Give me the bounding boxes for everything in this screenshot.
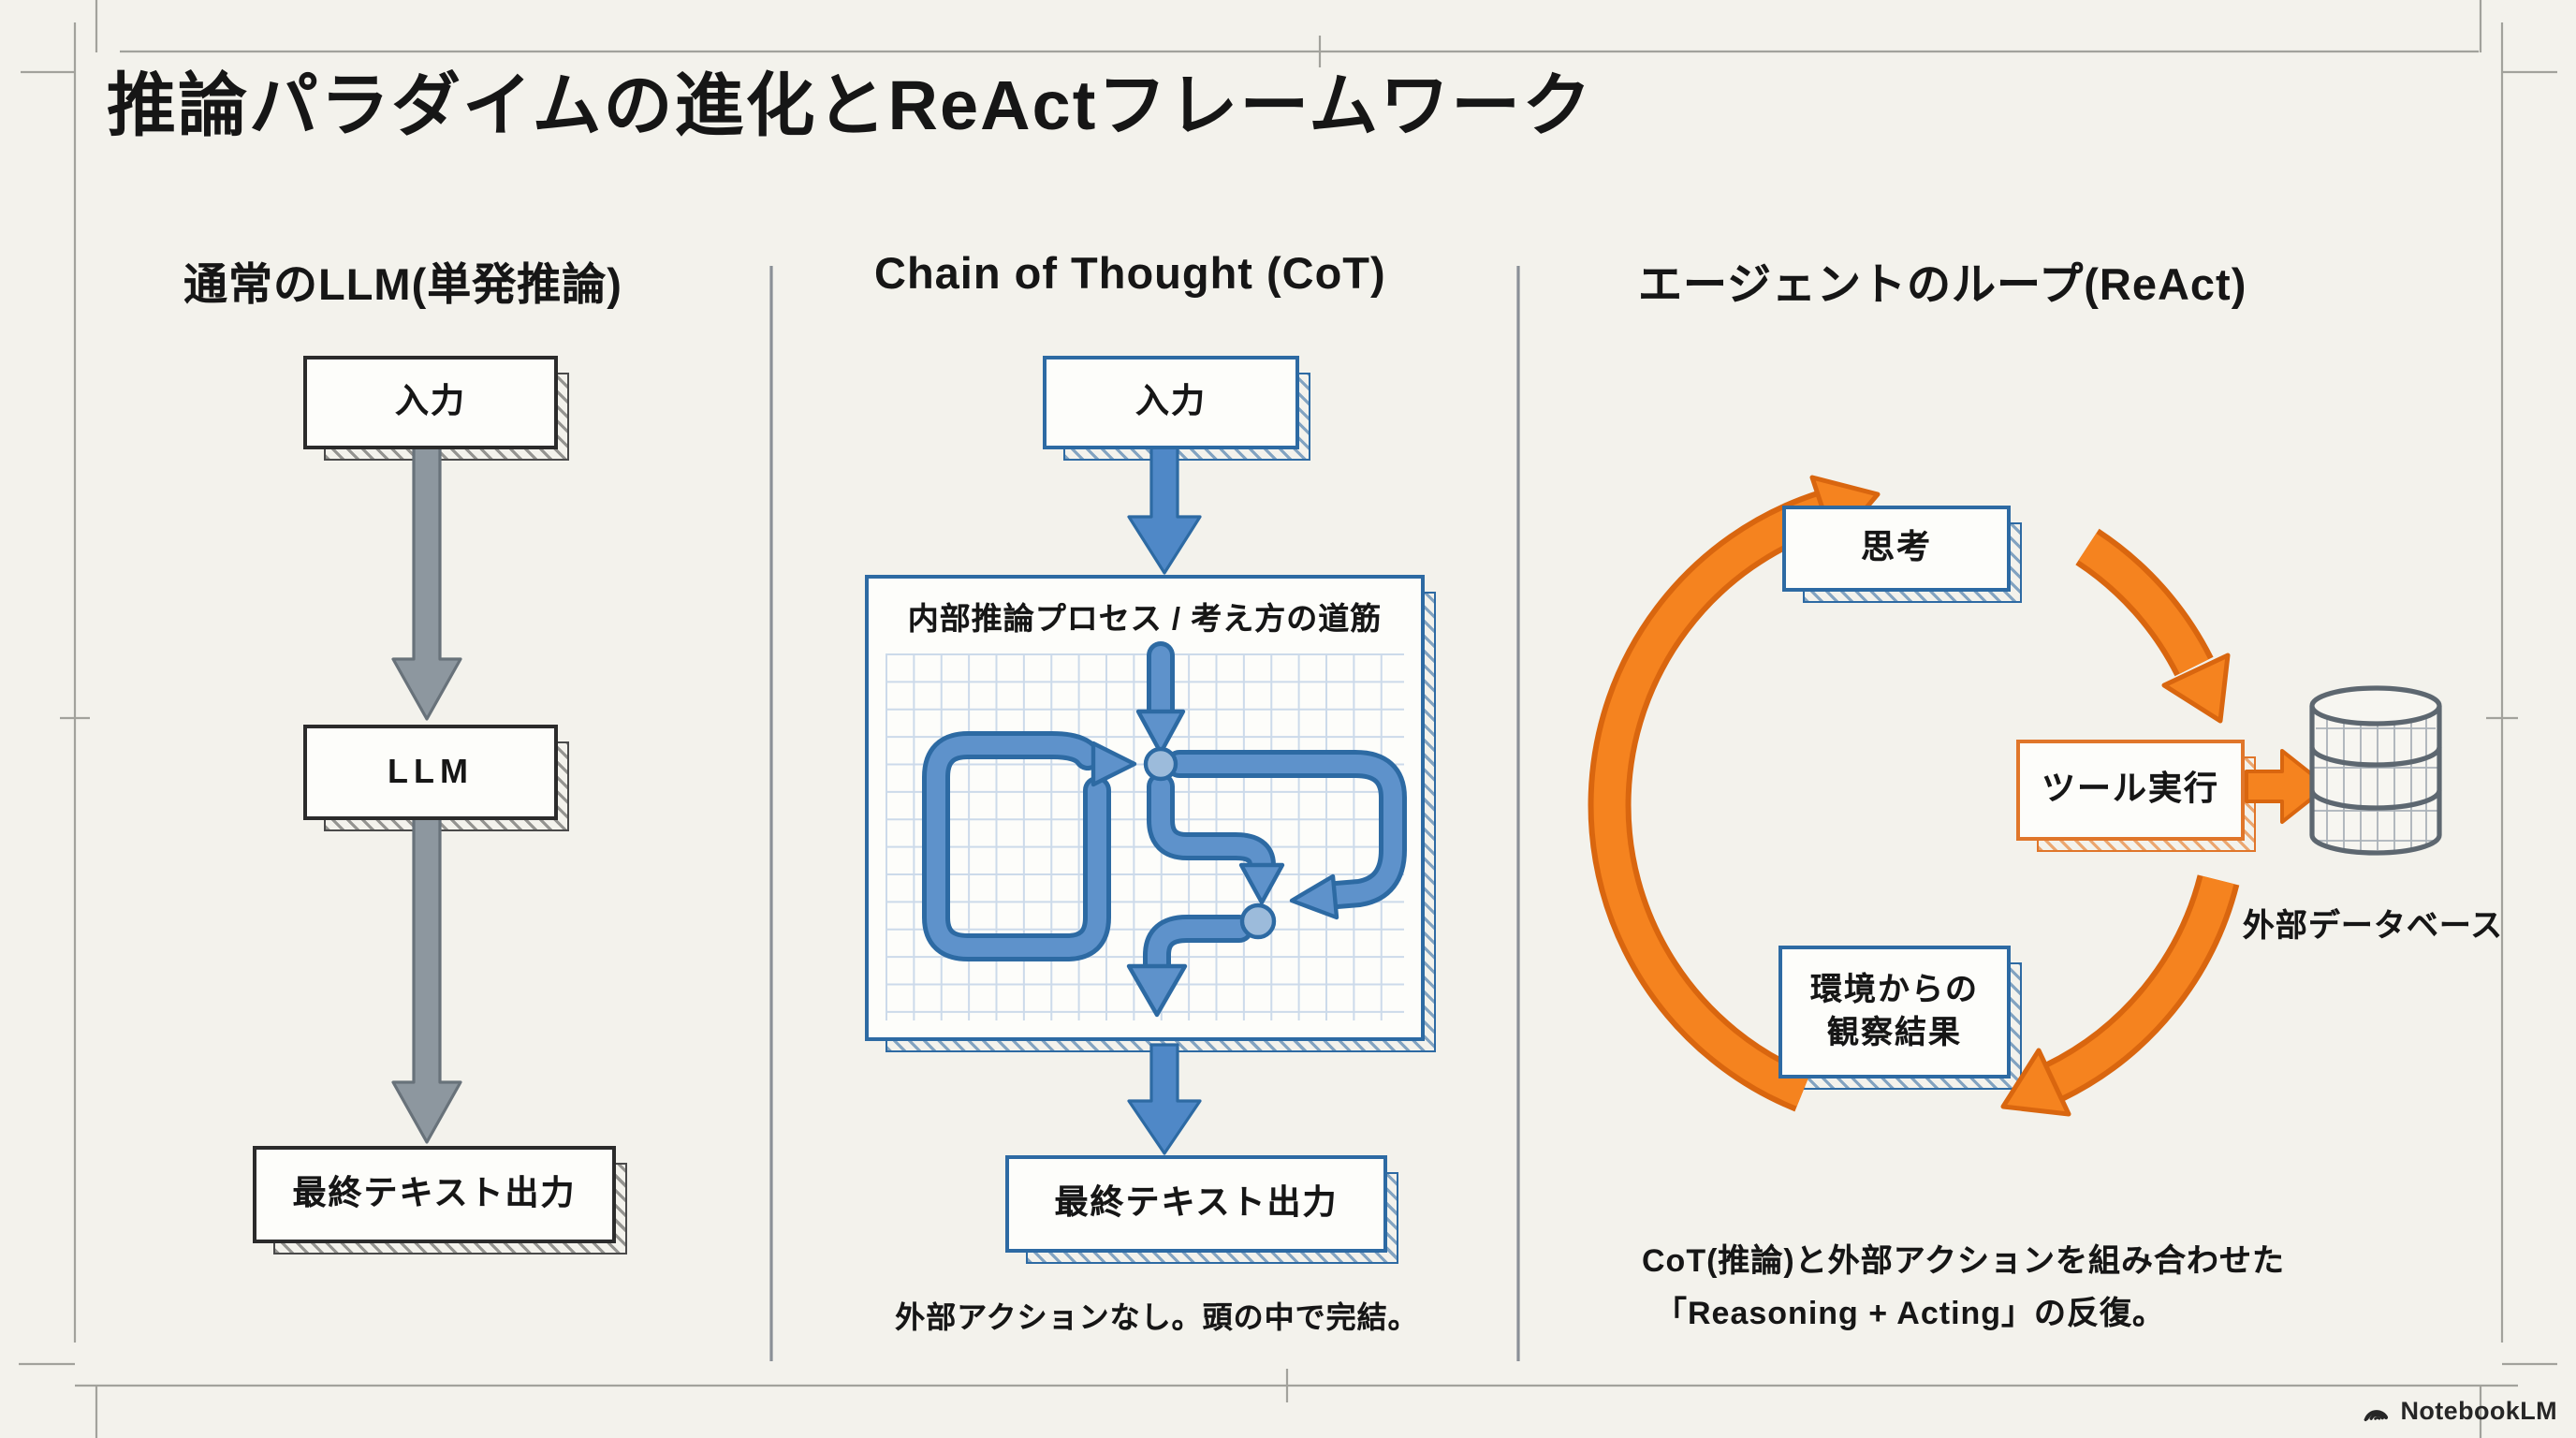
cot-grid-paper [886,653,1404,1020]
box-observation: 環境からの 観察結果 [1778,946,2022,1090]
gray-arrow-input-to-llm [391,446,462,721]
react-caption-line2: 「Reasoning + Acting」の反復。 [1655,1296,2166,1331]
box-observation-line1: 環境からの [1810,972,1979,1008]
react-caption-line1: CoT(推論)と外部アクションを組み合わせた [1642,1243,2286,1279]
box-llm: LLM [303,725,569,831]
box-cot-process: 内部推論プロセス / 考え方の道筋 [865,575,1436,1052]
blue-arrow-process-to-output [1127,1043,1202,1155]
database-icon [2309,685,2442,856]
box-observation-line2: 観察結果 [1827,1014,1962,1049]
blue-arrow-input-to-process [1127,446,1202,575]
arrow-tool-to-database [2245,749,2329,824]
box-cot-output: 最終テキスト出力 [1005,1155,1398,1264]
loop-arrowhead-to-tool [2161,653,2231,724]
notebooklm-logo-icon [2364,1410,2389,1421]
box-llm-output: 最終テキスト出力 [253,1146,627,1255]
cot-process-title: 内部推論プロセス / 考え方の道筋 [907,603,1383,637]
page-title: 推論パラダイムの進化とReActフレームワーク [107,67,1594,144]
box-tool-execution-label: ツール実行 [2042,770,2219,808]
box-llm-label: LLM [388,752,474,790]
gray-arrow-llm-to-output [391,816,462,1144]
box-cot-input-label: 入力 [1135,382,1207,420]
box-tool-execution: ツール実行 [2016,740,2256,852]
column2-header: Chain of Thought (CoT) [874,249,1386,298]
database-label: 外部データベース [2242,908,2504,944]
notebooklm-branding: NotebookLM [2362,1395,2558,1427]
box-thought: 思考 [1782,506,2022,603]
box-thought-label: 思考 [1861,528,1932,566]
box-llm-output-label: 最終テキスト出力 [292,1174,577,1212]
notebooklm-logo-text: NotebookLM [2400,1397,2557,1425]
box-llm-input-label: 入力 [395,382,466,420]
cot-caption: 外部アクションなし。頭の中で完結。 [895,1303,1419,1335]
column3-header: エージェントのループ(ReAct) [1638,260,2247,309]
box-cot-output-label: 最終テキスト出力 [1054,1183,1339,1222]
column1-header: 通常のLLM(単発推論) [183,260,622,309]
box-cot-input: 入力 [1043,356,1310,461]
box-llm-input: 入力 [303,356,569,461]
